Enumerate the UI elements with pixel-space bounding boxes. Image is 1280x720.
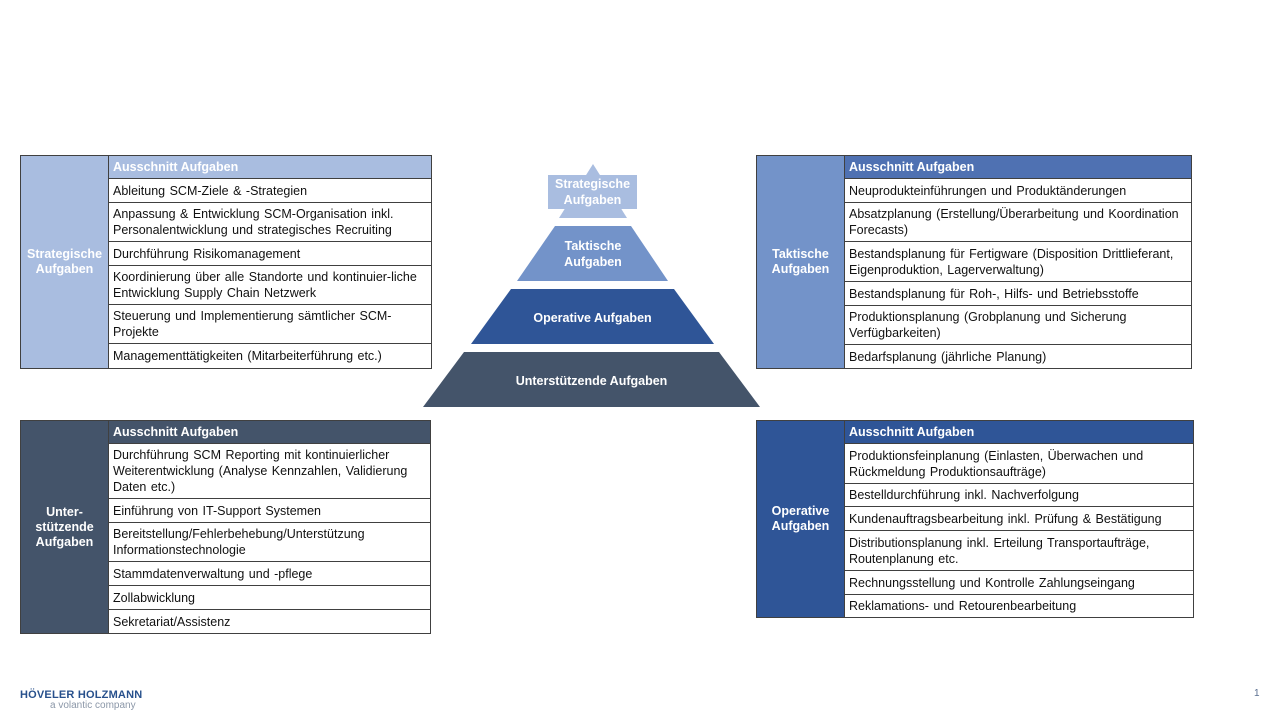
task-table: Ausschnitt Aufgaben Neuprodukteinführung…: [845, 156, 1191, 368]
table-row: Durchführung SCM Reporting mit kontinuie…: [109, 444, 430, 499]
table-row: Steuerung und Implementierung sämtlicher…: [109, 305, 431, 344]
table-row: Distributionsplanung inkl. Erteilung Tra…: [845, 531, 1193, 571]
table-row: Koordinierung über alle Standorte und ko…: [109, 266, 431, 305]
table-row: Anpassung & Entwicklung SCM-Organisation…: [109, 203, 431, 242]
table-header: Ausschnitt Aufgaben: [845, 156, 1191, 179]
table-row: Produktionsplanung (Grobplanung und Sich…: [845, 306, 1191, 345]
table-row: Durchführung Risikomanagement: [109, 242, 431, 266]
table-row: Ableitung SCM-Ziele & -Strategien: [109, 179, 431, 203]
task-table: Ausschnitt Aufgaben Ableitung SCM-Ziele …: [109, 156, 431, 368]
logo-brand: HÖVELER HOLZMANN: [20, 689, 143, 701]
table-row: Bestandsplanung für Fertigware (Disposit…: [845, 242, 1191, 282]
panel-side-label: Strategische Aufgaben: [21, 156, 109, 368]
pyramid-label-tactical: Taktische Aufgaben: [564, 239, 622, 269]
pyramid-label-strategic: Strategische Aufgaben: [554, 177, 631, 207]
panel-support-tasks: Unter- stützende Aufgaben Ausschnitt Auf…: [20, 420, 431, 634]
table-row: Managementtätigkeiten (Mitarbeiterführun…: [113, 349, 382, 363]
table-row: Produktionsfeinplanung (Einlasten, Überw…: [845, 444, 1193, 484]
panel-strategic-tasks: Strategische Aufgaben Ausschnitt Aufgabe…: [20, 155, 432, 369]
pyramid-label-operative: Operative Aufgaben: [533, 311, 652, 325]
table-row: Einführung von IT-Support Systemen: [109, 499, 430, 523]
table-row: Sekretariat/Assistenz: [113, 614, 231, 629]
table-header: Ausschnitt Aufgaben: [845, 421, 1193, 444]
table-row: Zollabwicklung: [109, 586, 430, 610]
company-logo: HÖVELER HOLZMANN a volantic company: [20, 689, 142, 711]
table-row: Stammdatenverwaltung und -pflege: [109, 562, 430, 586]
table-header: Ausschnitt Aufgaben: [109, 421, 430, 444]
panel-side-label: Operative Aufgaben: [757, 421, 845, 617]
table-row: Neuprodukteinführungen und Produktänderu…: [845, 179, 1191, 203]
panel-operative-tasks: Operative Aufgaben Ausschnitt Aufgaben P…: [756, 420, 1194, 618]
table-row: Rechnungsstellung und Kontrolle Zahlungs…: [845, 571, 1193, 595]
page-number: 1: [1254, 688, 1260, 699]
task-table: Ausschnitt Aufgaben Produktionsfeinplanu…: [845, 421, 1193, 617]
table-row: Bestandsplanung für Roh-, Hilfs- und Bet…: [845, 282, 1191, 306]
panel-side-label: Unter- stützende Aufgaben: [21, 421, 109, 633]
table-row: Reklamations- und Retourenbearbeitung: [849, 599, 1077, 613]
task-table: Ausschnitt Aufgaben Durchführung SCM Rep…: [109, 421, 430, 633]
table-row: Kundenauftragsbearbeitung inkl. Prüfung …: [845, 507, 1193, 531]
pyramid-label-support: Unterstützende Aufgaben: [515, 374, 668, 388]
logo-tagline: a volantic company: [50, 700, 136, 711]
table-row: Bestelldurchführung inkl. Nachverfolgung: [845, 484, 1193, 507]
panel-tactical-tasks: Taktische Aufgaben Ausschnitt Aufgaben N…: [756, 155, 1192, 369]
panel-side-label: Taktische Aufgaben: [757, 156, 845, 368]
table-row: Absatzplanung (Erstellung/Überarbeitung …: [845, 203, 1191, 242]
table-row: Bereitstellung/Fehlerbehebung/Unterstütz…: [109, 523, 430, 562]
table-header: Ausschnitt Aufgaben: [109, 156, 431, 179]
table-row: Bedarfsplanung (jährliche Planung): [849, 349, 1047, 364]
